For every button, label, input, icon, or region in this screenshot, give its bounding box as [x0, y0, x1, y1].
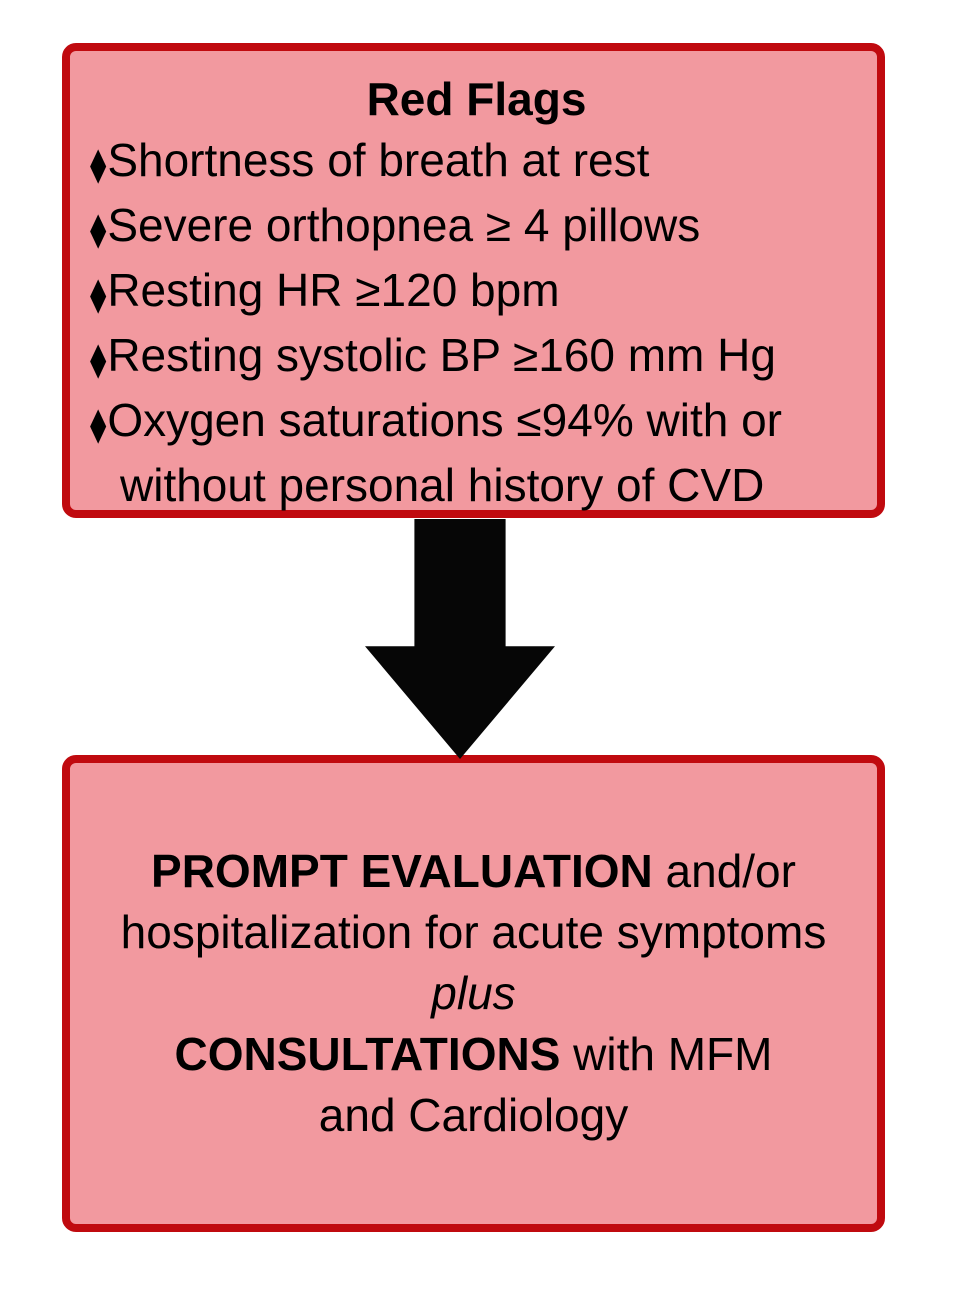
red-flag-item-text: Resting systolic BP ≥160 mm Hg [107, 329, 776, 381]
red-flag-item-text: Shortness of breath at rest [107, 134, 650, 186]
red-flag-item-text: Resting HR ≥120 bpm [107, 264, 560, 316]
with-mfm-text: with MFM [560, 1028, 773, 1080]
red-flag-item-text: Oxygen saturations ≤94% with or without … [107, 394, 782, 511]
red-flags-title: Red Flags [366, 73, 587, 125]
red-flag-item: ⧫Resting HR ≥120 bpm [90, 260, 863, 325]
red-flag-item: ⧫Shortness of breath at rest [90, 130, 863, 195]
red-flag-item-text: Severe orthopnea ≥ 4 pillows [107, 199, 701, 251]
action-line-prompt: PROMPT EVALUATION and/or [84, 841, 863, 902]
action-line-consultations: CONSULTATIONS with MFM [84, 1024, 863, 1085]
consultations-text: CONSULTATIONS [174, 1028, 561, 1080]
diamond-bullet-icon: ⧫ [90, 275, 107, 314]
red-flags-box: Red Flags ⧫Shortness of breath at rest⧫S… [62, 43, 885, 518]
diamond-bullet-icon: ⧫ [90, 145, 107, 184]
action-line-cardiology: and Cardiology [318, 1089, 629, 1141]
and-or-text: and/or [652, 845, 796, 897]
red-flag-item: ⧫Severe orthopnea ≥ 4 pillows [90, 195, 863, 260]
red-flag-item: ⧫Oxygen saturations ≤94% with or without… [90, 390, 863, 516]
action-line-hospitalization: hospitalization for acute symptoms [120, 906, 827, 958]
down-arrow-icon [365, 519, 555, 759]
red-flags-list: ⧫Shortness of breath at rest⧫Severe orth… [90, 130, 863, 516]
red-flag-item: ⧫Resting systolic BP ≥160 mm Hg [90, 325, 863, 390]
diamond-bullet-icon: ⧫ [90, 340, 107, 379]
prompt-evaluation-text: PROMPT EVALUATION [151, 845, 653, 897]
diamond-bullet-icon: ⧫ [90, 210, 107, 249]
action-line-plus: plus [431, 967, 516, 1019]
action-box: PROMPT EVALUATION and/or hospitalization… [62, 755, 885, 1232]
diamond-bullet-icon: ⧫ [90, 405, 107, 444]
